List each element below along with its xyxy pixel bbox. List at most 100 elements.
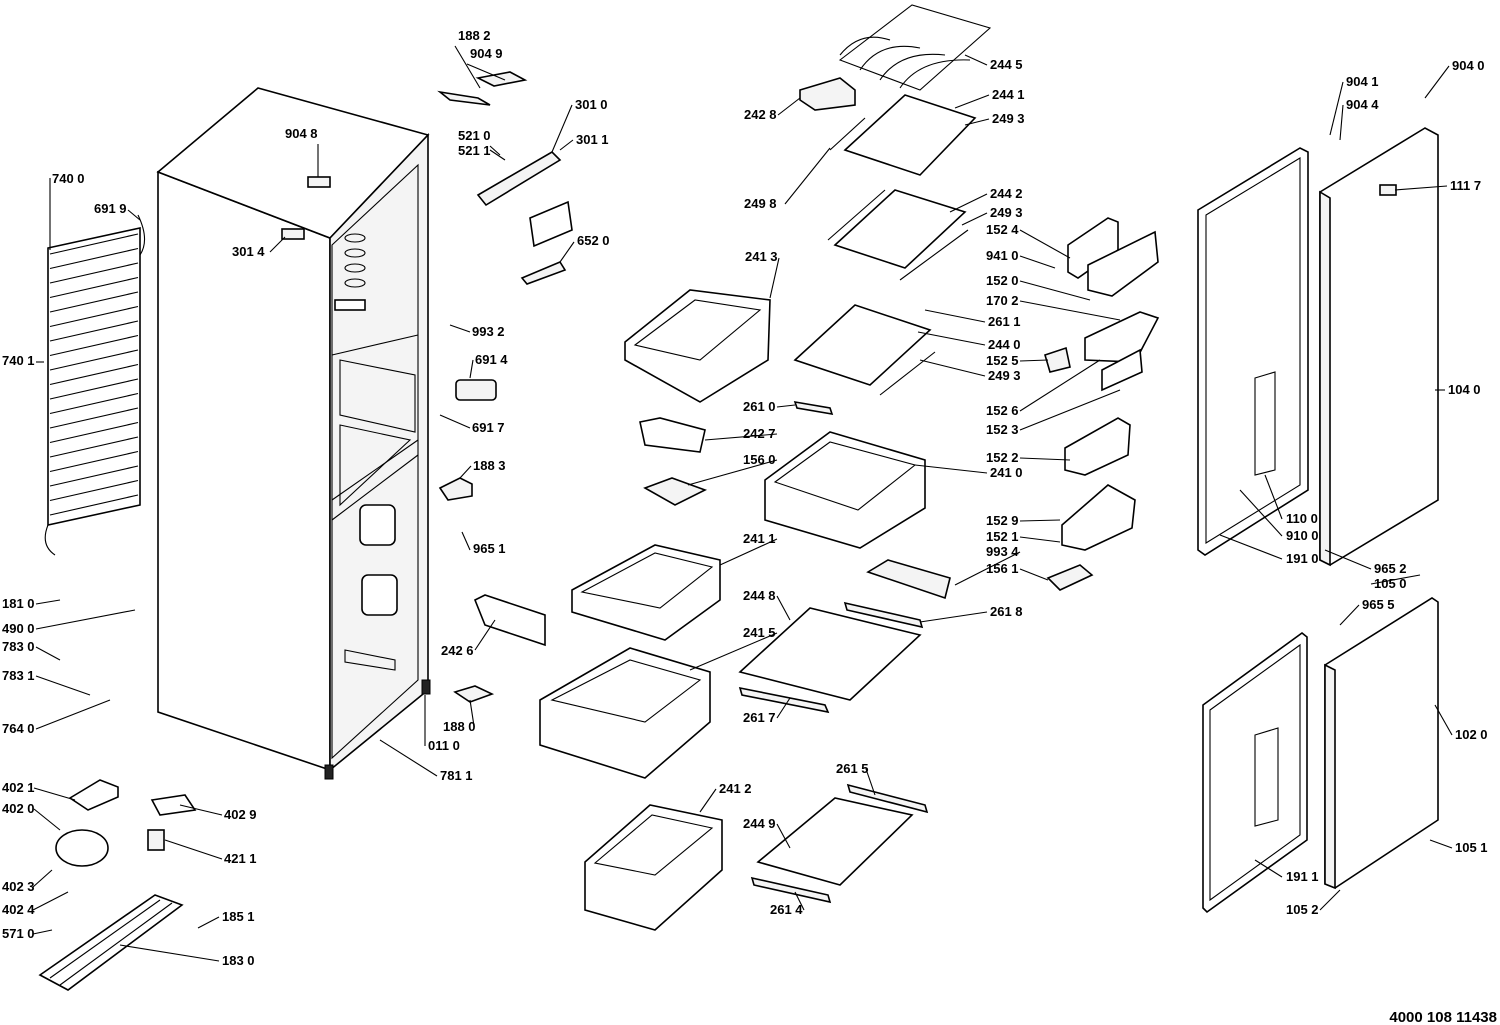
compressor (55, 779, 197, 867)
part-label: 402 4 (2, 902, 35, 917)
bin-2427 (639, 417, 706, 453)
condenser-tube (49, 276, 139, 299)
part-label: 152 3 (986, 422, 1019, 437)
part-9048 (307, 176, 331, 188)
condenser-tube (49, 363, 139, 386)
part-label: 521 1 (458, 143, 491, 158)
part-label: 249 3 (990, 205, 1023, 220)
part-label: 249 3 (988, 368, 1021, 383)
trim-2618 (843, 601, 924, 629)
door-bins (1044, 217, 1160, 551)
condenser-tube (49, 320, 139, 342)
part-label: 241 3 (745, 249, 778, 264)
part-label: 261 5 (836, 761, 869, 776)
part-label: 402 1 (2, 780, 35, 795)
glass-shelf-2449 (756, 797, 914, 886)
part-label: 691 7 (472, 420, 505, 435)
part-label: 402 9 (224, 807, 257, 822)
egg-tray-1561 (1046, 564, 1094, 591)
part-label: 301 4 (232, 244, 265, 259)
leader-line (1370, 574, 1421, 585)
leader-line (469, 359, 474, 379)
leader-line (179, 804, 223, 816)
glass-shelf-2448 (738, 607, 922, 701)
hinge-1880 (453, 685, 495, 703)
part-label: 183 0 (222, 953, 255, 968)
leader-line (784, 147, 831, 205)
part-label: 241 1 (743, 531, 776, 546)
part-label: 242 7 (743, 426, 776, 441)
part-label: 740 1 (2, 353, 35, 368)
part-label: 152 1 (986, 529, 1019, 544)
tray-9934 (866, 559, 951, 600)
leader-line (1394, 185, 1448, 191)
filter-6914 (455, 379, 497, 401)
part-label: 904 8 (285, 126, 318, 141)
condenser-tube (49, 479, 139, 502)
base-frame (38, 894, 184, 991)
condenser-tube (49, 291, 139, 313)
leader-line (961, 212, 988, 226)
part-label: 105 1 (1455, 840, 1488, 855)
leader-line (1424, 65, 1450, 99)
condenser-tube (49, 465, 139, 487)
leader-line (1019, 255, 1056, 269)
leader-line (35, 609, 136, 630)
leader-line (461, 531, 471, 551)
part-label: 105 2 (1286, 902, 1319, 917)
handle-6520 (520, 260, 567, 285)
part-label: 152 6 (986, 403, 1019, 418)
part-label: 241 0 (990, 465, 1023, 480)
leader-line (1019, 568, 1049, 581)
part-label: 301 1 (576, 132, 609, 147)
trim-2614 (750, 876, 832, 904)
leader-line (439, 414, 471, 429)
leader-line (1339, 604, 1360, 626)
leader-line (474, 619, 496, 651)
condenser-tube (49, 262, 139, 284)
part-label: 965 1 (473, 541, 506, 556)
leader-line (917, 331, 986, 346)
part-label: 249 8 (744, 196, 777, 211)
part-label: 764 0 (2, 721, 35, 736)
part-label: 904 1 (1346, 74, 1379, 89)
part-label: 993 4 (986, 544, 1019, 559)
leader-line (1324, 549, 1372, 570)
part-label: 783 1 (2, 668, 35, 683)
drawer-2412 (584, 804, 723, 931)
drawer-2413 (624, 289, 771, 403)
part-label: 156 0 (743, 452, 776, 467)
leader-line (949, 193, 988, 213)
leader-line (33, 787, 76, 801)
part-label: 185 1 (222, 909, 255, 924)
part-label: 152 5 (986, 353, 1019, 368)
part-label: 241 5 (743, 625, 776, 640)
part-label: 011 0 (428, 738, 460, 753)
lower-door (1202, 597, 1439, 914)
leader-line (1019, 457, 1071, 461)
part-label: 490 0 (2, 621, 35, 636)
condenser-tube (49, 378, 139, 400)
part-label: 191 1 (1286, 869, 1319, 884)
control-panel-3011 (476, 150, 562, 207)
leader-line (32, 869, 53, 888)
leader-line (964, 54, 988, 66)
trim-1882 (437, 90, 491, 106)
part-label: 156 1 (986, 561, 1019, 576)
reference-number: 4000 108 11438 (1389, 1009, 1497, 1025)
part-label: 244 0 (988, 337, 1021, 352)
leader-line (1019, 359, 1101, 412)
condenser-tube (49, 421, 139, 444)
bracket-1883 (438, 477, 473, 501)
part-label: 241 2 (719, 781, 752, 796)
leader-line (32, 929, 53, 935)
condenser-tube (49, 494, 139, 516)
leader-line (33, 808, 61, 831)
leader-line (32, 891, 69, 911)
leader-line (1239, 489, 1283, 537)
leader-line (1019, 536, 1061, 543)
leader-line (489, 145, 501, 156)
leader-line (699, 788, 717, 813)
part-label: 781 1 (440, 768, 473, 783)
